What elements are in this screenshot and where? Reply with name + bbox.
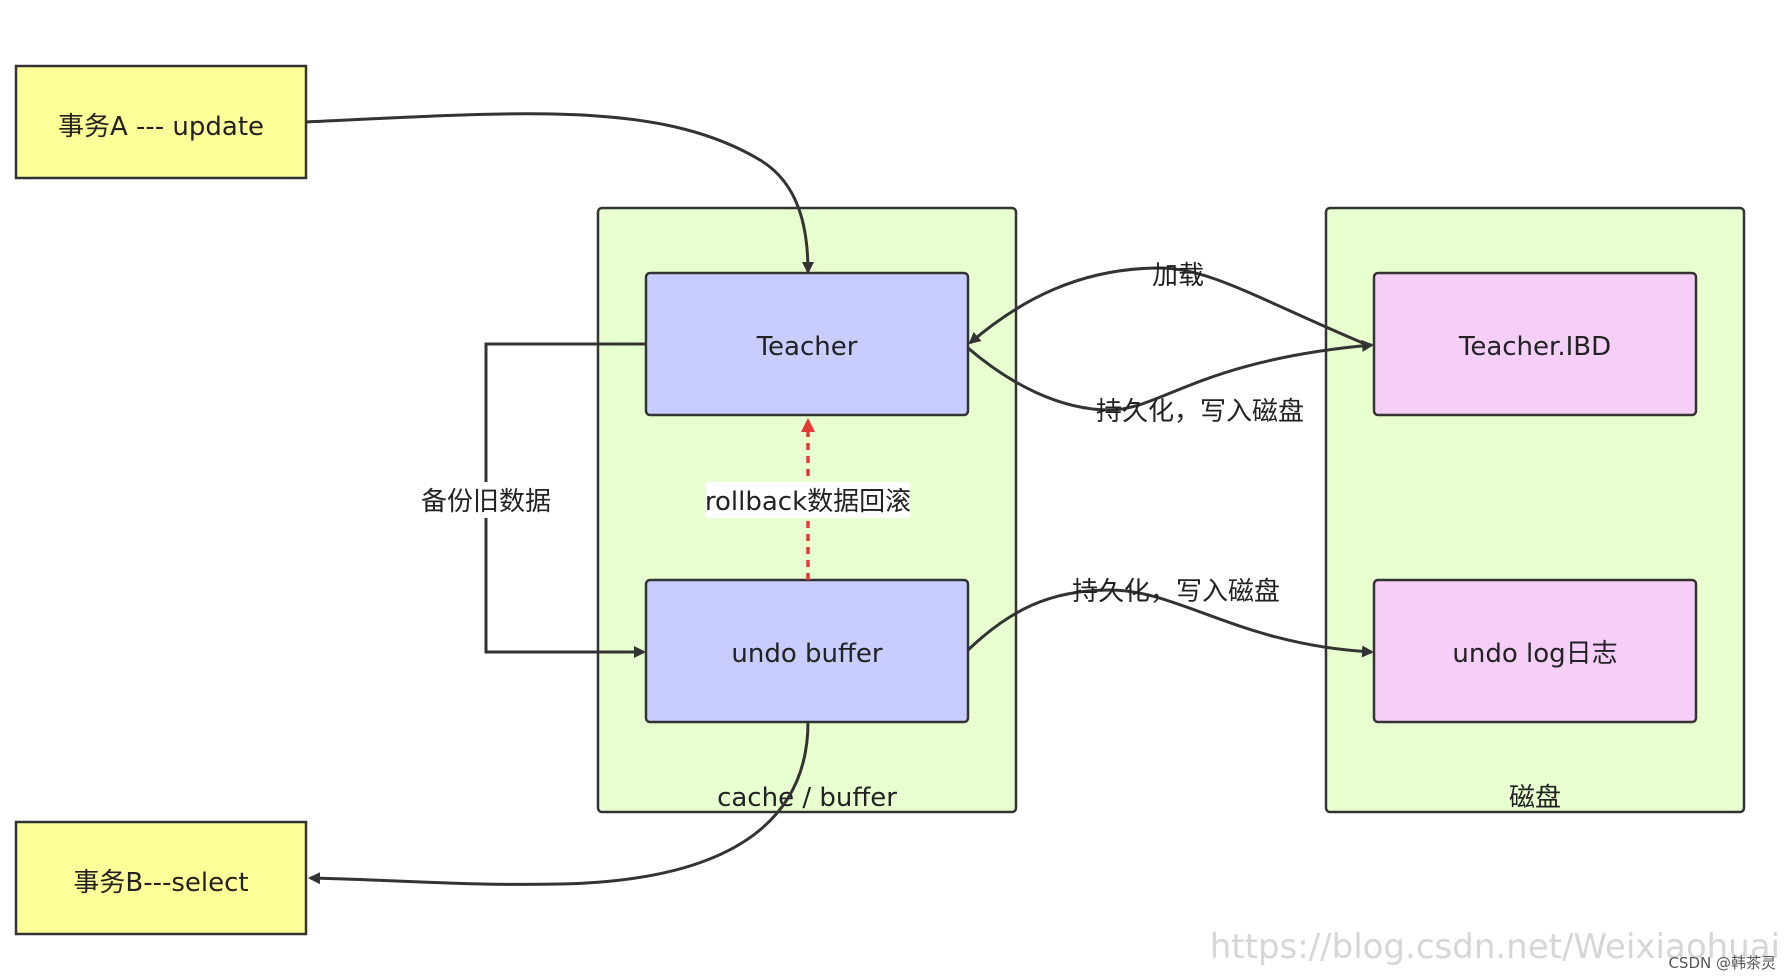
edge-rollback-label-bg xyxy=(706,482,910,518)
transaction-b-node[interactable] xyxy=(14,820,308,936)
cache-buffer-label: cache / buffer xyxy=(717,783,897,813)
edge-backup-label: 备份旧数据 xyxy=(421,487,551,517)
undo-buffer-label: undo buffer xyxy=(731,639,883,669)
watermark-credit: CSDN @韩茶灵 xyxy=(1668,954,1776,972)
teacher-label: Teacher xyxy=(756,332,858,362)
edge-load-label: 加载 xyxy=(1152,261,1204,291)
edge-txn-a-to-teacher xyxy=(305,112,814,274)
disk-label: 磁盘 xyxy=(1509,783,1561,813)
edge-persist-undo xyxy=(966,588,1374,658)
transaction-a-label: 事务A --- update xyxy=(58,112,264,142)
edge-persist-teacher xyxy=(967,339,1374,412)
edge-rollback-label: rollback数据回滚 xyxy=(705,487,911,517)
transaction-a-node[interactable] xyxy=(14,64,308,180)
edge-backup-label-bg xyxy=(416,482,556,518)
teacher-ibd-label: Teacher.IBD xyxy=(1458,332,1611,362)
edge-persist-teacher-label: 持久化，写入磁盘 xyxy=(1096,397,1304,427)
teacher-ibd-node[interactable] xyxy=(1372,271,1698,417)
undo-log-node[interactable] xyxy=(1372,578,1698,724)
watermark-url: https://blog.csdn.net/Weixiaohuai xyxy=(1210,927,1780,967)
edge-load xyxy=(968,266,1371,348)
undo-log-label: undo log日志 xyxy=(1452,639,1617,669)
transaction-b-label: 事务B---select xyxy=(73,868,248,898)
edge-persist-undo-label: 持久化，写入磁盘 xyxy=(1072,577,1280,607)
edge-undo-to-txn-b xyxy=(308,721,810,886)
